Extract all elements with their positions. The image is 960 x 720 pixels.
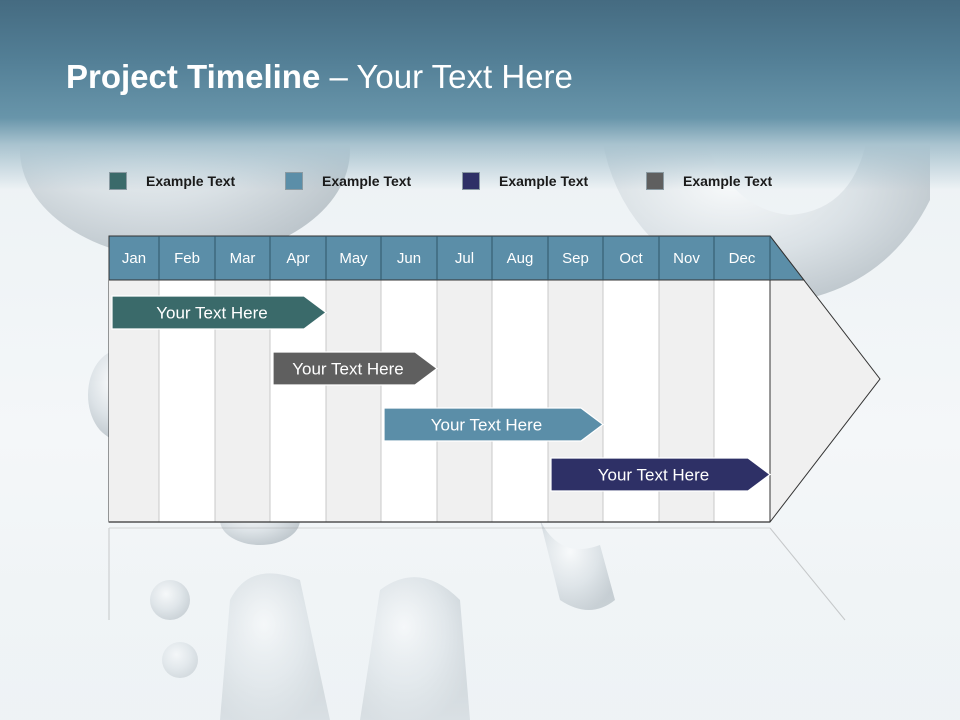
timeline-header: Jan Feb Mar Apr May Jun Jul Aug Sep Oct Nov Dec (108, 235, 805, 281)
legend-item-4: Example Text (646, 171, 772, 191)
month-label-jan: Jan (122, 250, 146, 267)
timeline-bar-label: Your Text Here (156, 304, 268, 323)
timeline-bar-3: Your Text Here (383, 407, 604, 442)
timeline-header-band (108, 235, 805, 281)
timeline-bar-2: Your Text Here (272, 351, 438, 386)
header-band (0, 0, 960, 190)
legend-swatch-3 (462, 172, 480, 190)
timeline-bar-4: Your Text Here (550, 457, 771, 492)
slide-title: Project Timeline – Your Text Here (66, 58, 573, 96)
legend-label-2: Example Text (322, 173, 412, 189)
month-label-oct: Oct (619, 250, 643, 267)
month-label-nov: Nov (673, 250, 700, 267)
timeline-bar-shape (383, 407, 604, 442)
month-column-jul (437, 280, 492, 522)
timeline-bar-label: Your Text Here (598, 466, 710, 485)
title-bold: Project Timeline (66, 58, 321, 95)
month-label-dec: Dec (729, 250, 756, 267)
month-label-may: May (339, 250, 368, 267)
legend-label-1: Example Text (146, 173, 236, 189)
month-label-jun: Jun (397, 250, 421, 267)
month-label-feb: Feb (174, 250, 200, 267)
timeline-bar-shape (272, 351, 438, 386)
month-column-aug (492, 280, 548, 522)
legend-swatch-1 (109, 172, 127, 190)
legend-item-1: Example Text (109, 171, 235, 191)
legend-item-2: Example Text (285, 171, 411, 191)
month-column-may (326, 280, 381, 522)
legend-swatch-4 (646, 172, 664, 190)
reflection-arrow-edge (769, 527, 846, 621)
legend-label-4: Example Text (683, 173, 773, 189)
timeline-reflection (108, 527, 846, 621)
legend-label-3: Example Text (499, 173, 589, 189)
legend-swatch-2 (285, 172, 303, 190)
timeline-bar-label: Your Text Here (431, 416, 543, 435)
month-label-sep: Sep (562, 250, 589, 267)
title-rest: – Your Text Here (320, 58, 573, 95)
month-label-apr: Apr (286, 250, 309, 267)
timeline-bar-shape (550, 457, 771, 492)
timeline-bar-label: Your Text Here (292, 360, 404, 379)
timeline-bar-1: Your Text Here (111, 295, 327, 330)
month-label-aug: Aug (507, 250, 534, 267)
month-label-mar: Mar (230, 250, 256, 267)
month-label-jul: Jul (455, 250, 474, 267)
legend-item-3: Example Text (462, 171, 588, 191)
month-column-jun (381, 280, 437, 522)
timeline-bar-shape (111, 295, 327, 330)
